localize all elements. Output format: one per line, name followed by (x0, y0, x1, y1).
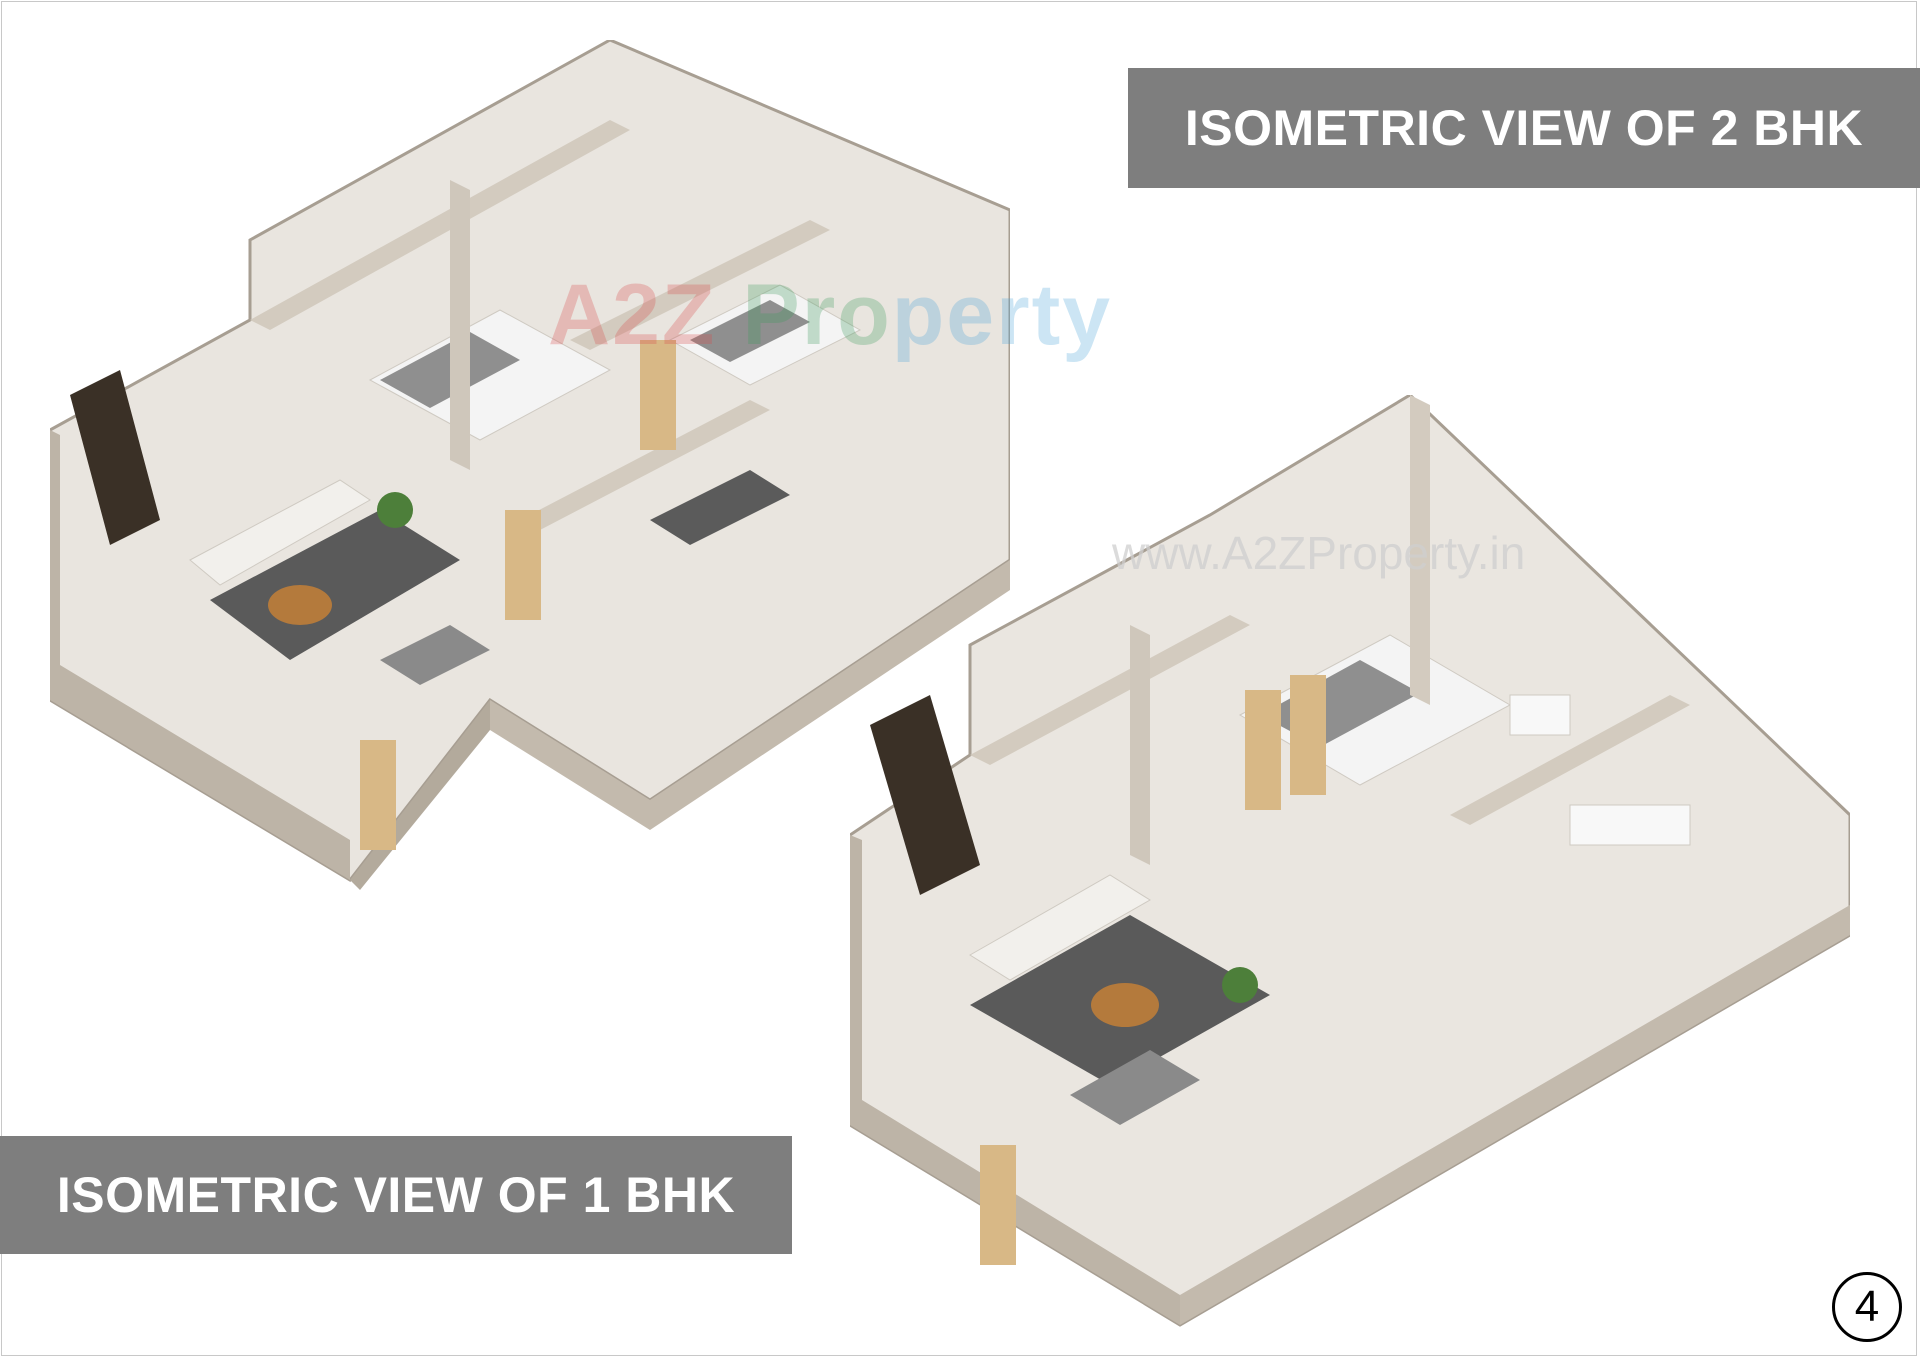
banner-1bhk-title: ISOMETRIC VIEW OF 1 BHK (0, 1136, 792, 1254)
banner-2bhk-title: ISOMETRIC VIEW OF 2 BHK (1128, 68, 1920, 188)
watermark-logo: A2Z Property (548, 267, 1113, 363)
isometric-2bhk-render (50, 40, 1010, 890)
watermark-url: www.A2ZProperty.in (1112, 527, 1526, 579)
page-number-badge: 4 (1832, 1272, 1902, 1342)
isometric-1bhk-render (850, 395, 1850, 1327)
